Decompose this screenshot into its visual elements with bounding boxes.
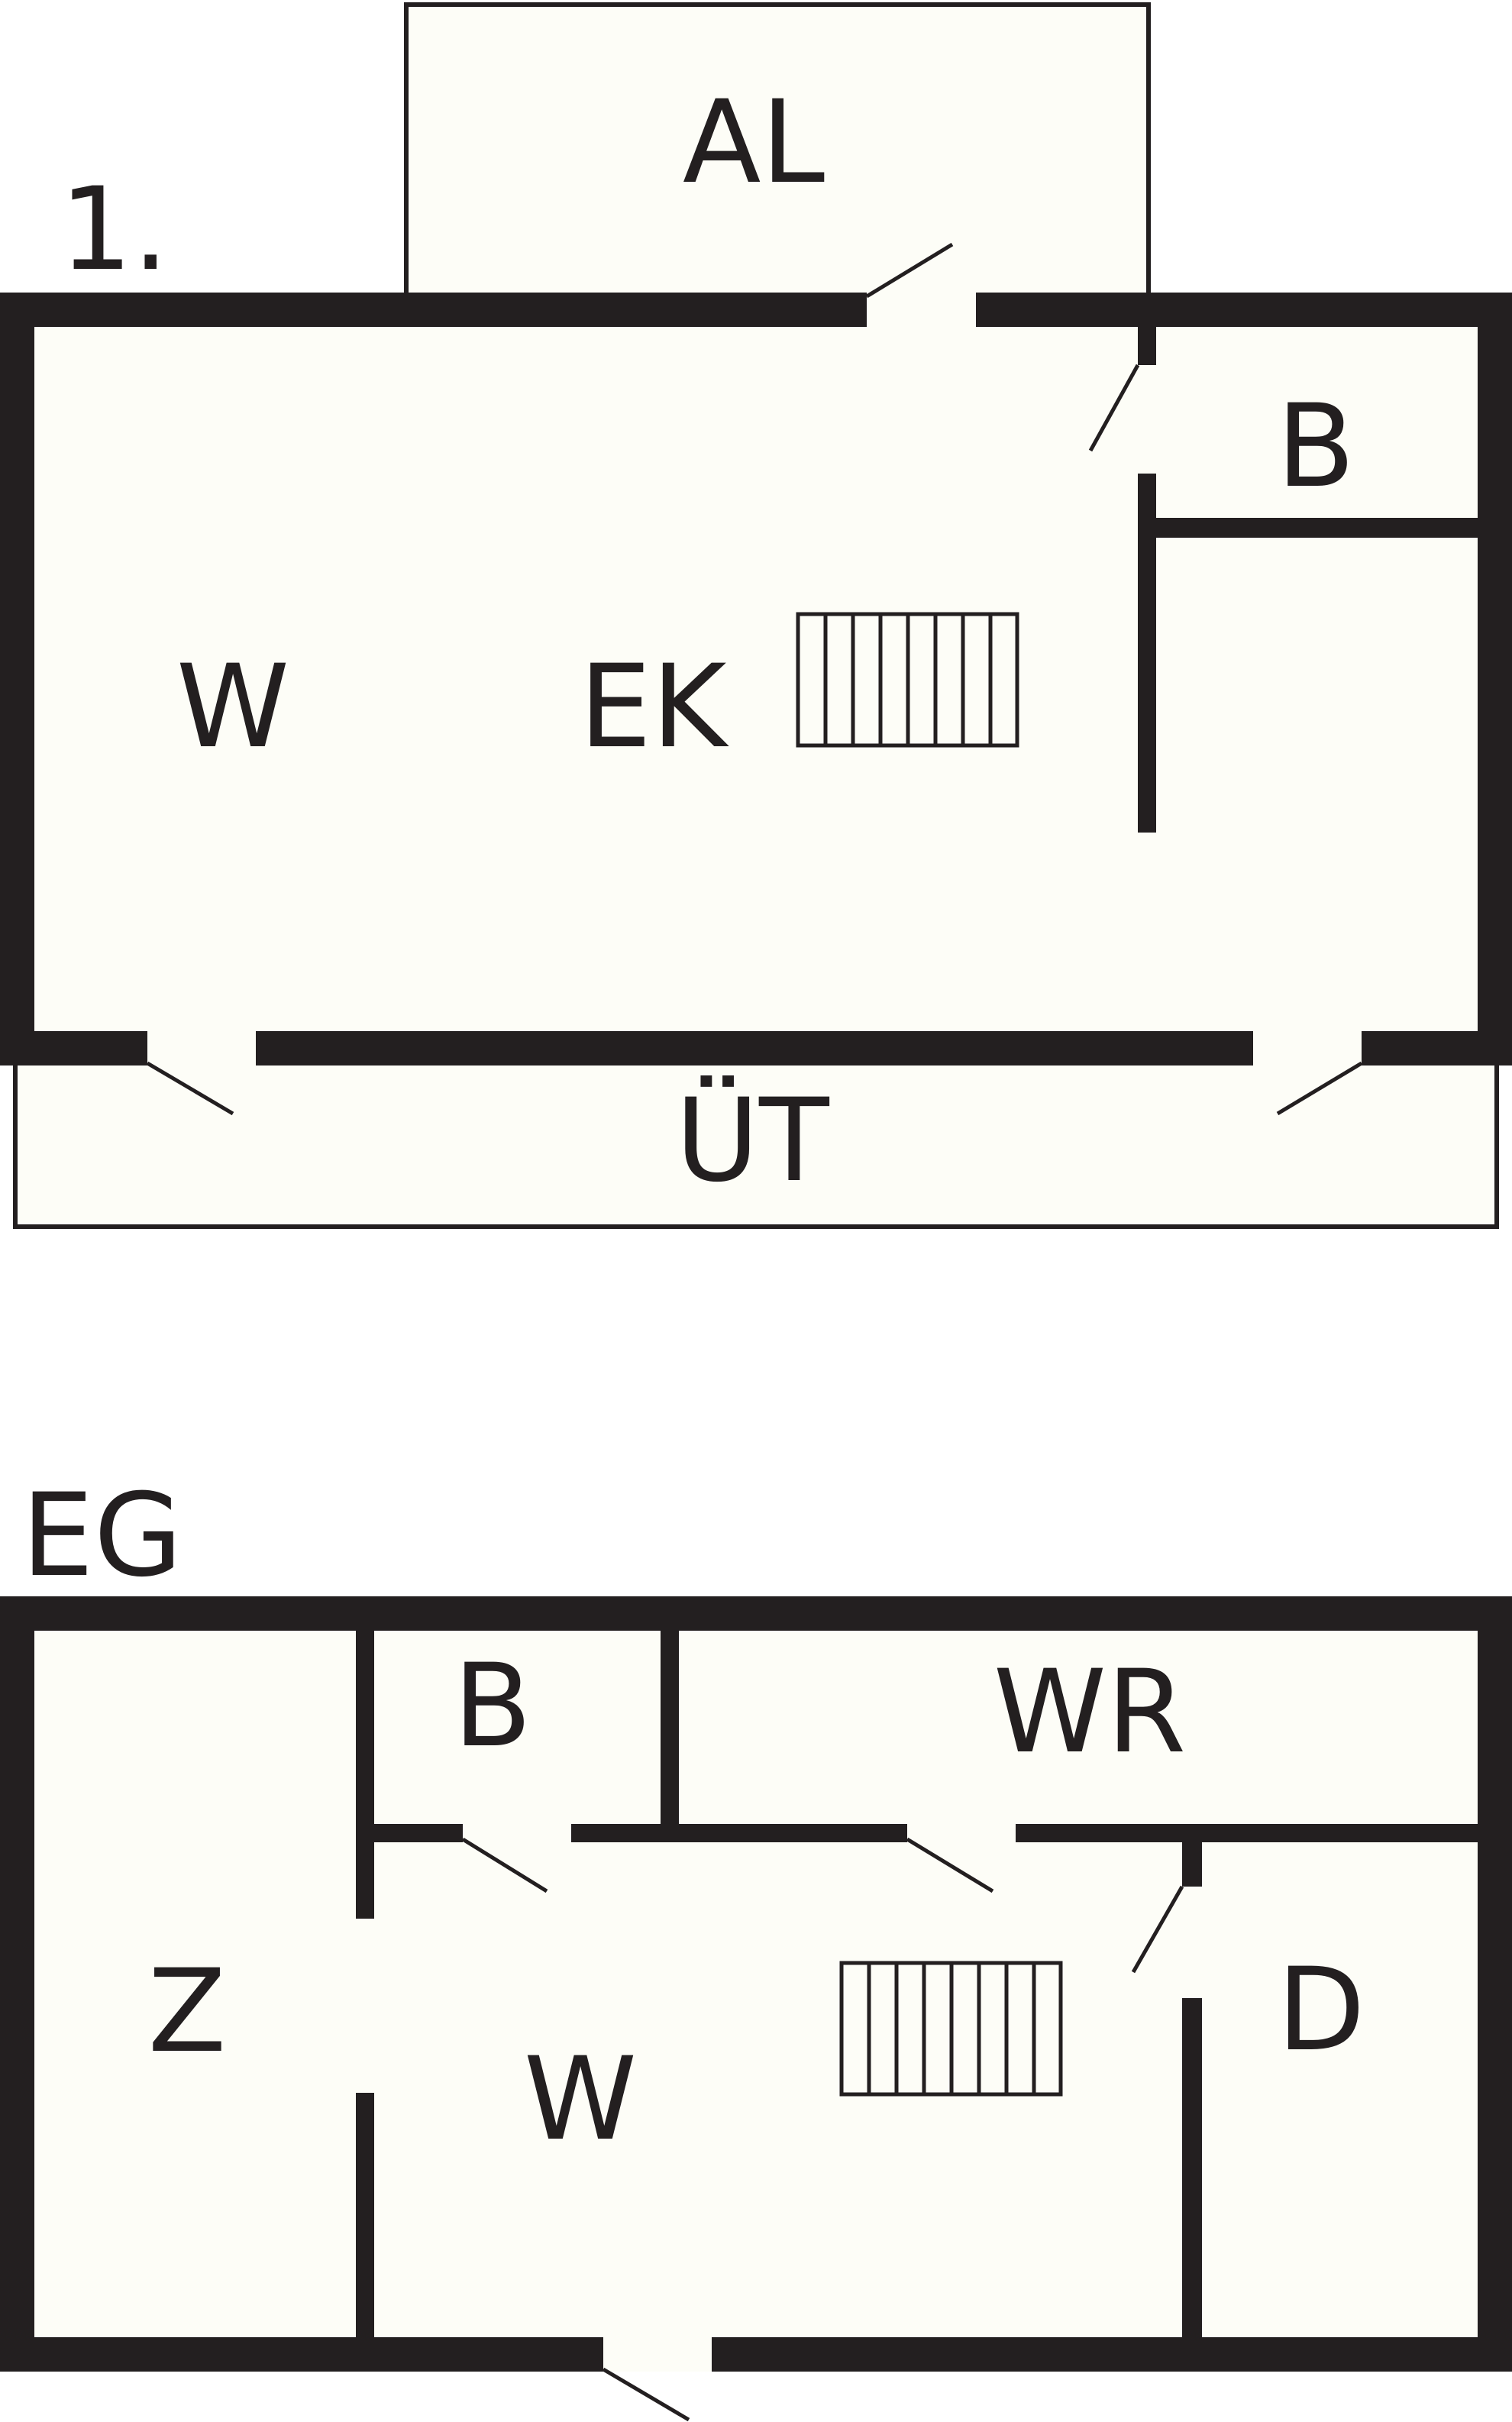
wall-bottom-mid — [256, 1031, 1253, 1065]
wall-right — [1478, 293, 1512, 1065]
room-label-ek: EK — [579, 641, 729, 774]
wall-z-bottom — [356, 2093, 374, 2337]
door-swing-terrace-left — [146, 1061, 234, 1116]
floor-1: 1. AL B W EK ÜT — [0, 2, 1512, 1229]
door-swing-b — [461, 1837, 548, 1893]
room-label-al: AL — [683, 76, 825, 209]
door-swing-terrace-right — [1276, 1061, 1363, 1116]
wall-h1 — [356, 1824, 463, 1842]
floor-eg: EG B WR Z W D — [0, 1470, 1512, 2422]
wall-bottom-left — [0, 1031, 147, 1065]
wall-interior-vertical-top — [1138, 293, 1156, 365]
staircase-icon — [839, 1961, 1063, 2097]
loft-outline — [404, 2, 1151, 299]
room-label-w: W — [176, 641, 289, 774]
floor-eg-area — [0, 1596, 1512, 2372]
wall-top-left — [0, 293, 867, 327]
wall-b-wr — [661, 1596, 679, 1827]
room-label-w: W — [524, 2033, 637, 2166]
wall-bottom-right — [1362, 1031, 1512, 1065]
door-swing-storage — [1088, 364, 1140, 452]
room-label-ut: ÜT — [675, 1075, 830, 1208]
floor-label: EG — [21, 1470, 183, 1602]
wall-top-right — [976, 293, 1512, 327]
door-swing-wr — [906, 1837, 994, 1893]
wall-right — [1478, 1596, 1512, 2372]
staircase-icon — [796, 612, 1019, 748]
room-label-b: B — [1277, 380, 1355, 513]
wall-left — [0, 293, 34, 1065]
wall-bottom-right — [712, 2337, 1512, 2372]
room-label-wr: WR — [993, 1646, 1187, 1779]
wall-bottom-left — [0, 2337, 603, 2372]
wall-h2 — [571, 1824, 907, 1842]
wall-d-bottom — [1182, 1998, 1202, 2337]
wall-z-top — [356, 1596, 374, 1919]
door-swing-entrance — [602, 2367, 690, 2422]
wall-d-top — [1182, 1824, 1202, 1887]
wall-top — [0, 1596, 1512, 1631]
room-label-d: D — [1277, 1944, 1365, 2077]
door-swing-loft — [865, 242, 954, 299]
room-label-b: B — [454, 1640, 532, 1773]
floor-1-area — [0, 293, 1512, 1065]
wall-left — [0, 1596, 34, 2372]
wall-h3 — [1016, 1824, 1478, 1842]
floor-label: 1. — [60, 163, 169, 296]
terrace-outline — [13, 1055, 1499, 1229]
wall-interior-horizontal — [1138, 518, 1478, 538]
room-label-z: Z — [148, 1945, 227, 2078]
door-swing-d — [1131, 1885, 1184, 1974]
